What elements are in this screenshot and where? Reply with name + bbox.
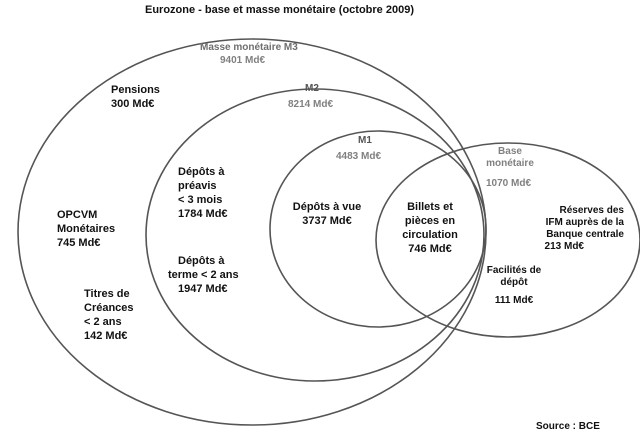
terme-label-line1: Dépôts à (178, 255, 225, 267)
m1-label: M1 (358, 135, 372, 146)
titres-item: Titres de Créances < 2 ans 142 Md€ (84, 287, 134, 343)
reserves-label-line1: Réserves des (559, 205, 625, 216)
opcvm-label-line1: OPCVM (57, 209, 98, 221)
reserves-item: Réserves des IFM auprès de la Banque cen… (532, 205, 624, 253)
m2-label: M2 (305, 83, 319, 94)
titres-label-line2: Créances (84, 302, 134, 314)
source-note: Source : BCE (536, 421, 600, 432)
preavis-label-line2: préavis (178, 180, 217, 192)
titres-value: 142 Md€ (84, 330, 128, 342)
titres-label-line1: Titres de (84, 288, 130, 300)
pensions-label: Pensions (111, 84, 160, 96)
base-monetaire-ellipse (375, 142, 640, 338)
preavis-label-line3: < 3 mois (178, 194, 223, 206)
facilites-label-line1: Facilités de (486, 265, 542, 276)
billets-value: 746 Md€ (408, 243, 452, 255)
vue-value: 3737 Md€ (302, 215, 352, 227)
vue-item: Dépôts à vue 3737 Md€ (282, 200, 372, 228)
m2-value: 8214 Md€ (288, 99, 334, 110)
m3-label: Masse monétaire M3 (200, 42, 298, 53)
m3-value: 9401 Md€ (220, 55, 266, 66)
preavis-label-line1: Dépôts à (178, 166, 225, 178)
m2-ellipse (145, 88, 485, 382)
billets-label-line3: circulation (402, 229, 458, 241)
pensions-item: Pensions 300 Md€ (111, 83, 160, 111)
m1-value: 4483 Md€ (336, 151, 382, 162)
base-monetaire-label-line2: monétaire (486, 158, 534, 169)
facilites-value: 111 Md€ (494, 295, 534, 306)
preavis-item: Dépôts à préavis < 3 mois 1784 Md€ (178, 165, 228, 221)
facilites-label-line2: dépôt (500, 277, 528, 288)
terme-label-line2: terme < 2 ans (168, 269, 239, 281)
pensions-value: 300 Md€ (111, 98, 155, 110)
base-monetaire-label-line1: Base (498, 146, 522, 157)
billets-label-line1: Billets et (407, 201, 453, 213)
terme-value: 1947 Md€ (178, 283, 228, 295)
base-monetaire-value: 1070 Md€ (486, 178, 532, 189)
m1-ellipse (269, 130, 487, 328)
billets-label-line2: pièces en (404, 215, 456, 227)
terme-item: Dépôts à terme < 2 ans 1947 Md€ (168, 254, 239, 296)
billets-item: Billets et pièces en circulation 746 Md€ (395, 200, 465, 256)
opcvm-value: 745 Md€ (57, 237, 101, 249)
titres-label-line3: < 2 ans (84, 316, 122, 328)
base-monetaire-label: Base monétaire (480, 146, 540, 170)
vue-label: Dépôts à vue (292, 201, 362, 213)
opcvm-item: OPCVM Monétaires 745 Md€ (57, 208, 115, 250)
opcvm-label-line2: Monétaires (57, 223, 116, 235)
diagram-title: Eurozone - base et masse monétaire (octo… (145, 4, 414, 16)
preavis-value: 1784 Md€ (178, 208, 228, 220)
reserves-label-line2: IFM auprès de la (545, 217, 624, 228)
reserves-value: 213 Md€ (544, 241, 584, 252)
facilites-item: Facilités de dépôt 111 Md€ (480, 265, 548, 307)
reserves-label-line3: Banque centrale (546, 229, 624, 240)
